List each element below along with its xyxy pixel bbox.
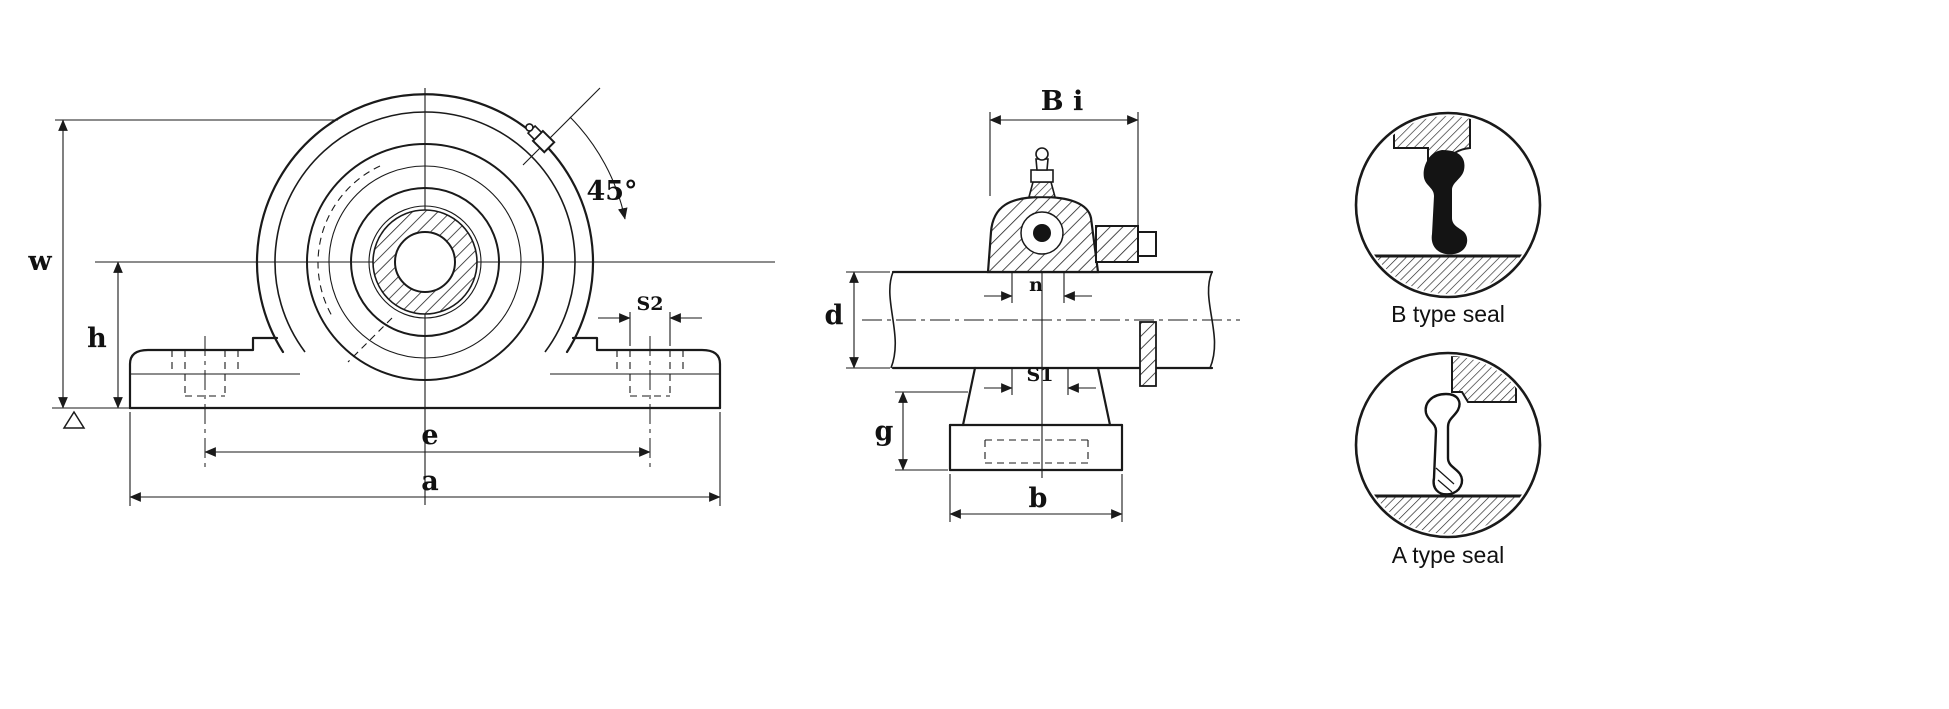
dimension-a: a [129,412,721,506]
hidden-edge-line [347,317,393,363]
seal-detail-b: B type seal [1354,111,1542,327]
bolt-slot-right [616,350,684,397]
set-screw-boss [1095,225,1139,263]
dim-label-h: h [87,323,107,354]
set-screw [1137,231,1157,257]
dim-label-a: a [421,466,439,497]
base-outline [128,336,722,410]
seal-a-label: A type seal [1392,542,1505,568]
dimension-g: g [875,391,968,471]
dimension-w: w [27,119,338,429]
housing-circles [255,93,595,381]
seal-a-lip [1424,392,1464,496]
bolt-slot-left [171,350,239,397]
seal-detail-a: A type seal [1354,351,1542,568]
dimension-h: h [87,261,123,409]
base-slot-hidden [984,439,1089,464]
dimension-s1: S1 [984,364,1096,395]
side-view: B i n d S1 g [825,86,1240,522]
dim-label-e: e [421,420,438,451]
dim-label-s1: S1 [1027,364,1054,386]
hidden-edge-arc [317,165,381,317]
dim-label-bi: B i [1041,86,1083,117]
dim-label-b: b [1029,483,1048,514]
dimension-b: b [949,474,1123,522]
rib-section [1139,321,1157,387]
dim-label-s2: S2 [637,293,664,315]
seal-b-label: B type seal [1391,301,1505,327]
dim-label-g: g [875,416,894,447]
seal-b-lip [1423,150,1468,255]
grease-fitting-front [522,87,601,166]
angle-annotation: 45° [569,116,638,220]
dimension-e: e [204,420,651,457]
shaft [862,270,1240,370]
housing-section [986,147,1157,478]
base-section [948,366,1124,472]
bearing-ball [1033,224,1051,242]
dimension-s2: S2 [598,293,702,346]
front-view: 45° w h S2 e a [27,87,775,506]
grease-nipple-side [1027,147,1057,198]
dimension-bi: B i [989,86,1139,228]
datum-triangle [62,410,86,429]
dim-label-45deg: 45° [586,176,637,207]
dimension-n: n [984,272,1092,303]
dim-label-n: n [1029,274,1043,296]
dim-label-w: w [27,246,52,277]
dim-label-d: d [825,300,844,331]
dimension-d: d [825,271,890,369]
